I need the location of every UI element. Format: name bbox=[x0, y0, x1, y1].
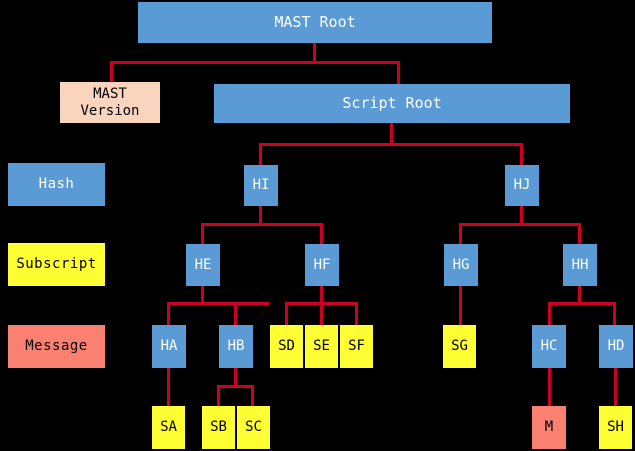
edge-ha-to-sa bbox=[167, 368, 170, 408]
edge-hb-stem bbox=[234, 368, 237, 387]
legend-message: Message bbox=[8, 325, 105, 368]
edge-hc-to-m bbox=[548, 368, 551, 408]
node-sa-label: SA bbox=[160, 419, 177, 436]
edge-to-scriptroot bbox=[397, 61, 400, 84]
node-hc[interactable]: HC bbox=[532, 325, 566, 368]
node-sb-label: SB bbox=[210, 419, 227, 436]
edge-to-hb bbox=[234, 302, 237, 325]
edge-to-hg bbox=[459, 223, 462, 244]
node-hg[interactable]: HG bbox=[444, 244, 478, 286]
edge-to-ha bbox=[167, 302, 170, 325]
node-mast-root[interactable]: MAST Root bbox=[138, 2, 492, 43]
edge-to-hc bbox=[548, 302, 551, 325]
edge-to-he bbox=[201, 223, 204, 244]
node-sh[interactable]: SH bbox=[599, 406, 632, 449]
edge-to-hd bbox=[613, 302, 616, 325]
node-hd[interactable]: HD bbox=[599, 325, 633, 368]
node-sd[interactable]: SD bbox=[270, 325, 303, 368]
edge-hh-bar bbox=[548, 302, 615, 305]
edge-to-mastversion bbox=[110, 61, 113, 83]
edge-to-se bbox=[320, 302, 323, 325]
edge-hj-bar bbox=[459, 223, 581, 226]
node-sb[interactable]: SB bbox=[202, 406, 235, 449]
node-sc-label: SC bbox=[245, 419, 262, 436]
edge-hg-to-sg bbox=[459, 285, 462, 325]
edge-he-stem bbox=[201, 285, 204, 304]
node-sh-label: SH bbox=[607, 419, 624, 436]
node-hd-label: HD bbox=[607, 338, 625, 355]
legend-hash: Hash bbox=[8, 163, 105, 206]
edge-hf-stem bbox=[320, 285, 323, 304]
node-ha-label: HA bbox=[160, 338, 178, 355]
node-sd-label: SD bbox=[278, 338, 295, 355]
node-m-label: M bbox=[544, 419, 554, 436]
node-hj[interactable]: HJ bbox=[505, 165, 539, 206]
node-se[interactable]: SE bbox=[305, 325, 338, 368]
node-hb-label: HB bbox=[227, 338, 245, 355]
node-sf[interactable]: SF bbox=[340, 325, 373, 368]
edge-mastroot-stem bbox=[313, 42, 316, 63]
node-he[interactable]: HE bbox=[186, 244, 220, 286]
node-hf-label: HF bbox=[313, 256, 331, 273]
node-mast-version-label: MAST Version bbox=[80, 86, 140, 119]
edge-scriptroot-stem bbox=[390, 122, 393, 145]
edge-mastroot-bar bbox=[110, 61, 400, 64]
node-hf[interactable]: HF bbox=[305, 244, 339, 286]
edge-hd-to-sh bbox=[614, 368, 617, 408]
edge-to-hi bbox=[259, 143, 262, 166]
node-he-label: HE bbox=[194, 256, 212, 273]
edge-he-bar bbox=[167, 302, 269, 305]
edge-scriptroot-bar bbox=[259, 143, 523, 146]
node-sf-label: SF bbox=[348, 338, 365, 355]
node-hc-label: HC bbox=[540, 338, 558, 355]
edge-to-sf bbox=[355, 302, 358, 325]
edge-hb-bar bbox=[217, 385, 254, 388]
edge-to-hf bbox=[320, 223, 323, 244]
legend-subscript: Subscript bbox=[8, 243, 105, 286]
edge-to-sc bbox=[251, 385, 254, 408]
node-sc[interactable]: SC bbox=[237, 406, 270, 449]
node-hb[interactable]: HB bbox=[219, 325, 253, 368]
node-hh-label: HH bbox=[571, 256, 589, 273]
node-hi-label: HI bbox=[252, 177, 270, 194]
node-mast-root-label: MAST Root bbox=[274, 12, 356, 31]
node-hj-label: HJ bbox=[513, 177, 531, 194]
edge-hi-stem bbox=[259, 205, 262, 225]
node-hh[interactable]: HH bbox=[563, 244, 597, 286]
node-hi[interactable]: HI bbox=[244, 165, 278, 206]
edge-to-hh bbox=[578, 223, 581, 245]
node-se-label: SE bbox=[313, 338, 330, 355]
node-script-root-label: Script Root bbox=[342, 93, 442, 112]
node-script-root[interactable]: Script Root bbox=[214, 84, 570, 123]
legend-subscript-label: Subscript bbox=[16, 256, 97, 273]
edge-hj-stem bbox=[520, 205, 523, 225]
edge-to-sd bbox=[285, 302, 288, 325]
edge-to-sb bbox=[217, 385, 220, 408]
node-sg[interactable]: SG bbox=[443, 325, 476, 368]
legend-message-label: Message bbox=[25, 338, 88, 355]
node-ha[interactable]: HA bbox=[152, 325, 186, 368]
edge-to-hj bbox=[520, 143, 523, 166]
edge-hi-bar bbox=[201, 223, 323, 226]
node-sg-label: SG bbox=[451, 338, 468, 355]
node-m[interactable]: M bbox=[532, 406, 566, 449]
node-hg-label: HG bbox=[452, 256, 470, 273]
legend-hash-label: Hash bbox=[38, 176, 75, 193]
edge-hh-stem bbox=[578, 285, 581, 304]
node-mast-version[interactable]: MAST Version bbox=[60, 82, 160, 123]
node-sa[interactable]: SA bbox=[152, 406, 185, 449]
